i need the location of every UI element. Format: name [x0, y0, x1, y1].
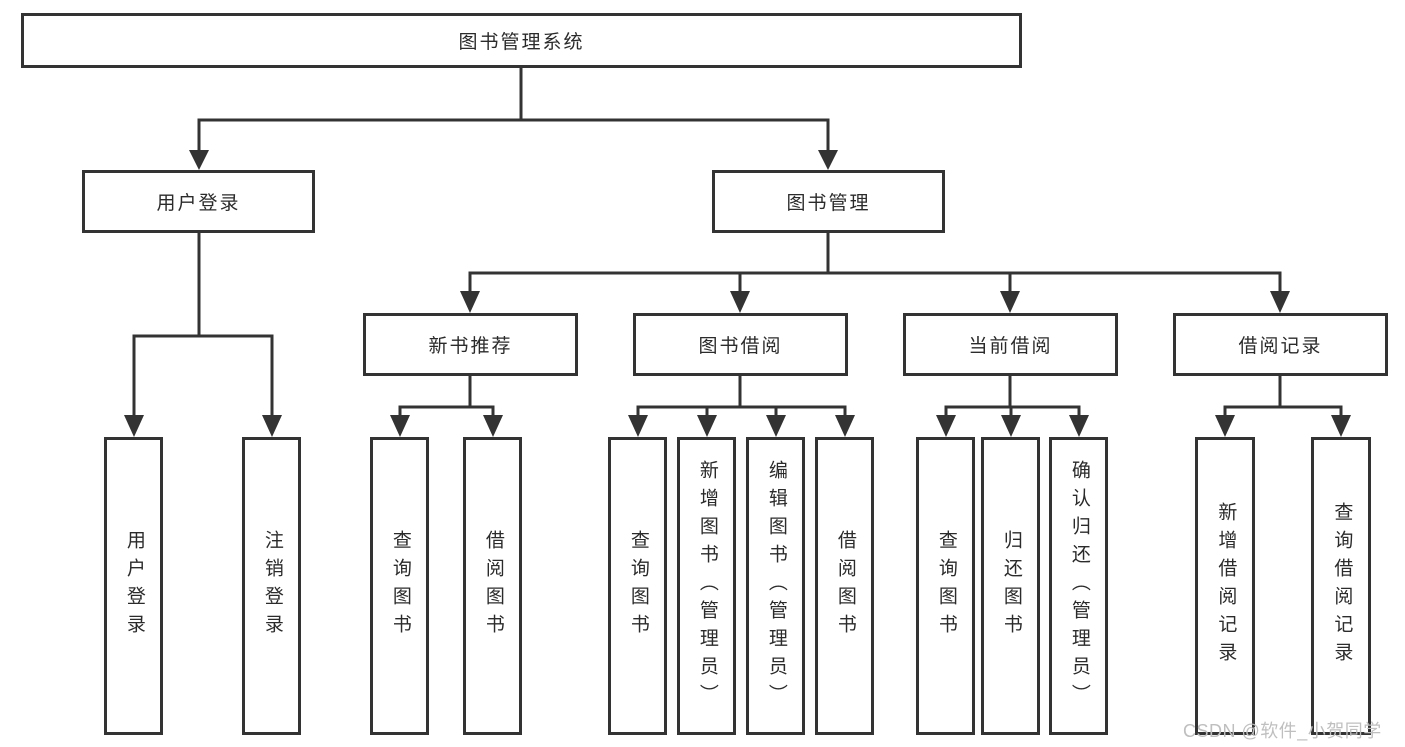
leaf-add-borrow-record: 新增借阅记录 [1195, 437, 1255, 735]
node-current-borrowing: 当前借阅 [903, 313, 1118, 376]
leaf-add-book-admin: 新增图书（管理员） [677, 437, 736, 735]
node-book-borrowing-label: 图书借阅 [698, 336, 783, 357]
leaf-user-login: 用户登录 [104, 437, 163, 735]
leaf-logout-label: 注销登录 [261, 530, 283, 642]
leaf-query-borrow-record-label: 查询借阅记录 [1331, 502, 1353, 670]
leaf-logout: 注销登录 [242, 437, 301, 735]
leaf-borrow-books-borrowing-label: 借阅图书 [834, 530, 856, 642]
leaf-return-books-label: 归还图书 [1000, 530, 1022, 642]
node-root: 图书管理系统 [21, 13, 1022, 68]
node-current-borrowing-label: 当前借阅 [968, 336, 1053, 357]
leaf-confirm-return-admin: 确认归还（管理员） [1049, 437, 1108, 735]
csdn-watermark: CSDN @软件_小贺同学 [1183, 721, 1382, 741]
leaf-add-book-admin-label: 新增图书（管理员） [696, 460, 718, 712]
leaf-query-books-current-label: 查询图书 [935, 530, 957, 642]
node-book-management: 图书管理 [712, 170, 945, 233]
leaf-return-books: 归还图书 [981, 437, 1040, 735]
leaf-query-books-current: 查询图书 [916, 437, 975, 735]
node-book-borrowing: 图书借阅 [633, 313, 848, 376]
leaf-edit-book-admin: 编辑图书（管理员） [746, 437, 805, 735]
node-user-login-label: 用户登录 [156, 193, 241, 214]
leaf-query-books-recommend-label: 查询图书 [389, 530, 411, 642]
leaf-user-login-label: 用户登录 [123, 530, 145, 642]
leaf-add-borrow-record-label: 新增借阅记录 [1215, 502, 1237, 670]
node-borrowing-records: 借阅记录 [1173, 313, 1388, 376]
node-book-management-label: 图书管理 [786, 193, 871, 214]
leaf-borrow-books-borrowing: 借阅图书 [815, 437, 874, 735]
node-new-book-recommend: 新书推荐 [363, 313, 578, 376]
node-new-book-recommend-label: 新书推荐 [428, 336, 513, 357]
leaf-query-books-borrowing-label: 查询图书 [627, 530, 649, 642]
node-borrowing-records-label: 借阅记录 [1238, 336, 1323, 357]
leaf-query-books-borrowing: 查询图书 [608, 437, 667, 735]
node-user-login: 用户登录 [82, 170, 315, 233]
leaf-borrow-books-recommend: 借阅图书 [463, 437, 522, 735]
leaf-borrow-books-recommend-label: 借阅图书 [482, 530, 504, 642]
leaf-edit-book-admin-label: 编辑图书（管理员） [765, 460, 787, 712]
node-root-label: 图书管理系统 [458, 32, 585, 53]
leaf-confirm-return-admin-label: 确认归还（管理员） [1068, 460, 1090, 712]
leaf-query-books-recommend: 查询图书 [370, 437, 429, 735]
leaf-query-borrow-record: 查询借阅记录 [1311, 437, 1371, 735]
